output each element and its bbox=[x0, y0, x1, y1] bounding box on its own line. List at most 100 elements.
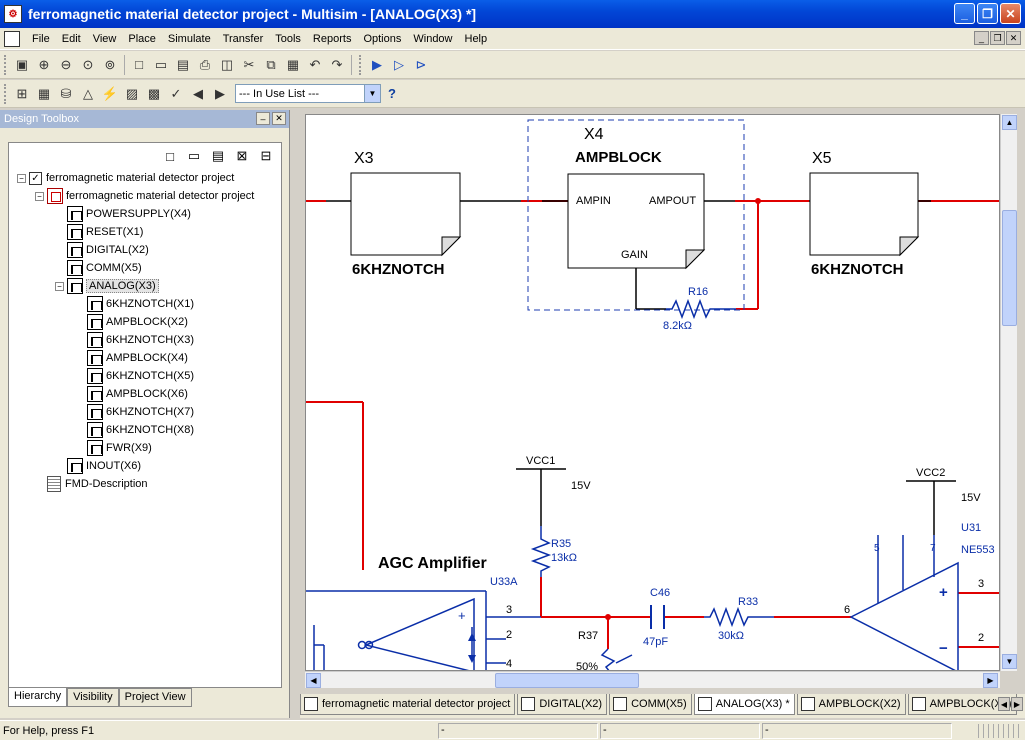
new-file-icon[interactable]: □ bbox=[128, 54, 150, 76]
tree-item[interactable]: RESET(X1) bbox=[55, 223, 143, 241]
mdi-minimize-button[interactable]: _ bbox=[974, 31, 989, 45]
undo-icon[interactable]: ↶ bbox=[304, 54, 326, 76]
tree-expander-icon[interactable]: − bbox=[35, 192, 44, 201]
tab-analog-x3[interactable]: ANALOG(X3) * bbox=[694, 694, 795, 715]
scroll-down-icon[interactable]: ▼ bbox=[1002, 654, 1017, 669]
menu-edit[interactable]: Edit bbox=[56, 33, 87, 45]
scroll-up-icon[interactable]: ▲ bbox=[1002, 115, 1017, 130]
tree-item[interactable]: AMPBLOCK(X4) bbox=[75, 349, 188, 367]
horizontal-scroll-thumb[interactable] bbox=[495, 673, 639, 688]
menu-options[interactable]: Options bbox=[357, 33, 407, 45]
tree-item[interactable]: −ferromagnetic material detector project bbox=[35, 187, 254, 205]
checkbox-icon[interactable]: ✓ bbox=[29, 172, 42, 185]
tree-item[interactable]: 6KHZNOTCH(X5) bbox=[75, 367, 194, 385]
help-icon[interactable]: ? bbox=[381, 83, 403, 105]
paste-icon[interactable]: ▦ bbox=[282, 54, 304, 76]
resize-grip[interactable] bbox=[978, 724, 1023, 738]
in-use-list-dropdown[interactable]: --- In Use List --- ▼ bbox=[235, 84, 381, 103]
tab-digital-x2[interactable]: DIGITAL(X2) bbox=[517, 694, 607, 715]
mdi-close-button[interactable]: ✕ bbox=[1006, 31, 1021, 45]
run-simulation-icon[interactable]: ▶ bbox=[366, 54, 388, 76]
horizontal-scrollbar[interactable]: ◀ ▶ bbox=[305, 671, 1000, 688]
toolbox-close-button[interactable]: ✕ bbox=[272, 112, 286, 125]
tree-item[interactable]: COMM(X5) bbox=[55, 259, 142, 277]
mdi-restore-button[interactable]: ❐ bbox=[990, 31, 1005, 45]
junction-dot bbox=[605, 614, 611, 620]
grapher-icon[interactable]: ▨ bbox=[121, 83, 143, 105]
tree-item[interactable]: FMD-Description bbox=[35, 475, 148, 493]
tree-item[interactable]: INOUT(X6) bbox=[55, 457, 141, 475]
copy-icon[interactable]: ⧉ bbox=[260, 54, 282, 76]
open-folder-icon[interactable]: ▭ bbox=[150, 54, 172, 76]
back-annotate-icon[interactable]: ◀ bbox=[187, 83, 209, 105]
tree-item[interactable]: AMPBLOCK(X6) bbox=[75, 385, 188, 403]
create-component-icon[interactable]: △ bbox=[77, 83, 99, 105]
scroll-right-icon[interactable]: ▶ bbox=[983, 673, 998, 688]
tree-item[interactable]: FWR(X9) bbox=[75, 439, 152, 457]
chevron-down-icon[interactable]: ▼ bbox=[364, 85, 380, 102]
tree-item[interactable]: 6KHZNOTCH(X3) bbox=[75, 331, 194, 349]
zoom-out-icon[interactable]: ⊖ bbox=[55, 54, 77, 76]
menu-help[interactable]: Help bbox=[459, 33, 494, 45]
tab-scroll-right-icon[interactable]: ▶ bbox=[1011, 697, 1023, 711]
open-sheet-icon[interactable]: ▭ bbox=[185, 147, 203, 165]
new-sheet-icon[interactable]: □ bbox=[161, 147, 179, 165]
zoom-in-icon[interactable]: ⊕ bbox=[33, 54, 55, 76]
tab-ampblock-x2[interactable]: AMPBLOCK(X2) bbox=[797, 694, 906, 715]
design-toolbox-icon[interactable]: ⊞ bbox=[11, 83, 33, 105]
schematic-canvas[interactable]: X3 6KHZNOTCH X4 AMPBLOCK AMPIN AMPOUT GA… bbox=[305, 114, 1000, 671]
zoom-fit-icon[interactable]: ⊚ bbox=[99, 54, 121, 76]
menu-place[interactable]: Place bbox=[122, 33, 162, 45]
save-sheet-icon[interactable]: ▤ bbox=[209, 147, 227, 165]
menu-transfer[interactable]: Transfer bbox=[217, 33, 270, 45]
close-button[interactable]: ✕ bbox=[1000, 3, 1021, 24]
scroll-left-icon[interactable]: ◀ bbox=[306, 673, 321, 688]
tab-comm-x5[interactable]: COMM(X5) bbox=[609, 694, 692, 715]
electrical-rules-icon[interactable]: ✓ bbox=[165, 83, 187, 105]
zoom-area-icon[interactable]: ⊙ bbox=[77, 54, 99, 76]
tree-item[interactable]: 6KHZNOTCH(X7) bbox=[75, 403, 194, 421]
multisim-app-icon[interactable]: ⚙ bbox=[4, 5, 22, 23]
postprocessor-icon[interactable]: ▩ bbox=[143, 83, 165, 105]
tab-project-view[interactable]: Project View bbox=[119, 688, 192, 707]
cut-icon[interactable]: ✂ bbox=[238, 54, 260, 76]
redo-icon[interactable]: ↷ bbox=[326, 54, 348, 76]
vertical-scroll-thumb[interactable] bbox=[1002, 210, 1017, 326]
tree-item[interactable]: −ANALOG(X3) bbox=[55, 277, 159, 295]
menu-reports[interactable]: Reports bbox=[307, 33, 358, 45]
tree-expander-icon[interactable]: − bbox=[55, 282, 64, 291]
tree-item[interactable]: AMPBLOCK(X2) bbox=[75, 313, 188, 331]
toggle-fullscreen-icon[interactable]: ▣ bbox=[11, 54, 33, 76]
minimize-button[interactable]: _ bbox=[954, 3, 975, 24]
spreadsheet-icon[interactable]: ▦ bbox=[33, 83, 55, 105]
tab-scroll-left-icon[interactable]: ◀ bbox=[998, 697, 1010, 711]
tree-item[interactable]: −✓ferromagnetic material detector projec… bbox=[17, 169, 234, 187]
menu-window[interactable]: Window bbox=[407, 33, 458, 45]
menu-view[interactable]: View bbox=[87, 33, 123, 45]
tab-hierarchy[interactable]: Hierarchy bbox=[8, 688, 67, 707]
tab-project[interactable]: ferromagnetic material detector project bbox=[300, 694, 515, 715]
database-icon[interactable]: ⛁ bbox=[55, 83, 77, 105]
save-icon[interactable]: ▤ bbox=[172, 54, 194, 76]
print-preview-icon[interactable]: ◫ bbox=[216, 54, 238, 76]
simulate-icon[interactable]: ⚡ bbox=[99, 83, 121, 105]
tree-item[interactable]: 6KHZNOTCH(X8) bbox=[75, 421, 194, 439]
tree-item[interactable]: POWERSUPPLY(X4) bbox=[55, 205, 191, 223]
forward-annotate-icon[interactable]: ▶ bbox=[209, 83, 231, 105]
pause-simulation-icon[interactable]: ⊳ bbox=[410, 54, 432, 76]
tree-expander-icon[interactable]: − bbox=[17, 174, 26, 183]
restore-button[interactable]: ❐ bbox=[977, 3, 998, 24]
menu-tools[interactable]: Tools bbox=[269, 33, 307, 45]
vertical-scrollbar[interactable]: ▲ ▼ bbox=[1000, 114, 1017, 671]
toolbox-minimize-button[interactable]: – bbox=[256, 112, 270, 125]
step-simulation-icon[interactable]: ▷ bbox=[388, 54, 410, 76]
document-icon[interactable] bbox=[4, 31, 20, 47]
close-sheet-icon[interactable]: ⊠ bbox=[233, 147, 251, 165]
tree-item[interactable]: 6KHZNOTCH(X1) bbox=[75, 295, 194, 313]
tab-visibility[interactable]: Visibility bbox=[67, 688, 119, 707]
menu-file[interactable]: File bbox=[26, 33, 56, 45]
delete-sheet-icon[interactable]: ⊟ bbox=[257, 147, 275, 165]
menu-simulate[interactable]: Simulate bbox=[162, 33, 217, 45]
tree-item[interactable]: DIGITAL(X2) bbox=[55, 241, 149, 259]
print-icon[interactable]: ⎙ bbox=[194, 54, 216, 76]
